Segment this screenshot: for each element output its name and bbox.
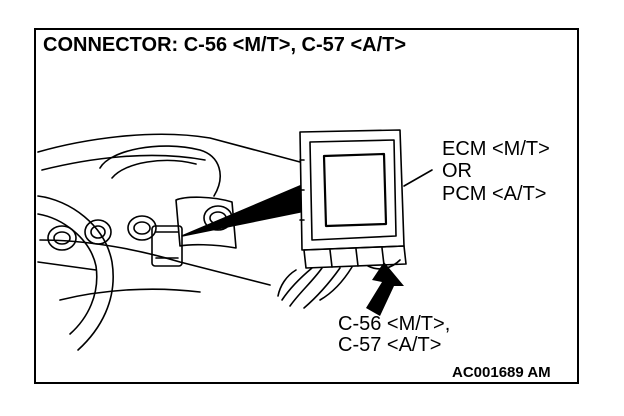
steering-spoke [37,261,97,271]
gauge-center-inner [133,221,151,235]
dash-front [59,288,201,301]
leader-wedge [181,185,301,237]
module-location [151,225,183,267]
module-window [322,152,388,228]
gauge-center [127,215,157,241]
wire-harness-1 [281,267,313,301]
module-label-ecm: ECM <M/T> [442,138,550,160]
module-leader-line [403,169,433,187]
connector-label-c56: C-56 <M/T>, [338,313,451,335]
wire-harness-6 [277,269,297,297]
connector-label-c57: C-57 <A/T> [338,334,442,356]
connector-block [303,245,407,269]
instrument-hood-inner [111,159,197,179]
connector-title: CONNECTOR: C-56 <M/T>, C-57 <A/T> [43,34,407,56]
module-body [299,129,405,251]
wire-harness-2 [289,267,323,307]
connector-segments [329,247,385,268]
steering-wheel-outer [37,195,114,351]
module-location-detail [155,231,179,259]
vent-left [47,225,77,251]
connector-arrow [366,262,404,316]
vent-left-inner [53,231,71,245]
center-panel [175,196,237,249]
steering-wheel-inner [37,213,98,335]
wire-harness-4 [319,266,353,301]
module-face [309,139,397,241]
dash-upper-curve [41,154,206,171]
dash-lower-edge [39,239,271,286]
dash-top-edge [37,133,301,163]
module-side-ribs [299,159,305,221]
module-label-pcm: PCM <A/T> [442,183,547,205]
module-label-or: OR [442,160,472,182]
gauge-left-inner [90,225,106,239]
figure-code: AC001689 AM [452,364,551,381]
wire-harness-3 [303,267,341,309]
figure-frame [34,28,579,384]
gauge-left [84,219,112,245]
instrument-hood [99,145,221,197]
